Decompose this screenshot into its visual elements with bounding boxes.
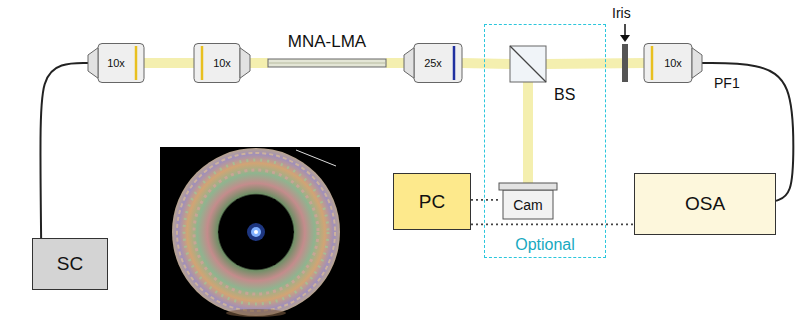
splitter-diagonal — [510, 46, 546, 82]
camera: Cam — [499, 183, 557, 219]
fiber-facet — [172, 148, 340, 316]
facet-cleave — [296, 150, 336, 166]
lens-body — [194, 44, 240, 83]
lens-body — [644, 44, 692, 83]
node-label: 10x — [107, 57, 125, 70]
magnification-stripe — [453, 46, 456, 80]
lens-nose — [404, 48, 414, 78]
optional-region: Optional BS Cam — [484, 24, 606, 258]
fiber-core — [269, 63, 385, 64]
objective-lens: 10x — [644, 43, 702, 83]
objective-lens: 10x — [88, 43, 144, 83]
node-label: 25x — [424, 57, 442, 70]
magnification-stripe — [135, 46, 138, 80]
node-label: BS — [554, 86, 575, 104]
data-link — [471, 223, 634, 225]
core-hexagon — [218, 199, 294, 265]
objective-lens: 25x — [404, 43, 462, 83]
part-label: Iris — [612, 5, 631, 21]
node-label: OSA — [685, 193, 725, 215]
part-label-holder: Iris — [612, 4, 631, 22]
facet-reflection — [226, 309, 286, 317]
beam-splitter-outline — [510, 46, 546, 82]
photo-ground — [160, 147, 360, 320]
instrument-box: OSA — [634, 173, 776, 235]
node-label: 10x — [213, 57, 231, 70]
light-beam — [386, 58, 404, 68]
fiber-name: PF1 — [714, 75, 740, 91]
edge-label-holder: PF1 — [714, 74, 740, 92]
fiber-segment-outline — [268, 59, 386, 67]
node-label: 10x — [664, 57, 682, 70]
fiber-body — [268, 59, 386, 67]
lens-body — [414, 44, 462, 83]
core-mode — [251, 227, 261, 237]
light-beam — [144, 58, 194, 68]
lens-body — [98, 44, 144, 83]
node-label: PC — [419, 191, 445, 213]
objective-lens: 10x — [194, 43, 250, 83]
iris-pointer — [624, 24, 626, 36]
camera-body — [503, 190, 553, 219]
magnification-stripe — [651, 46, 654, 80]
light-beam — [546, 63, 644, 64]
facet-speckle — [184, 160, 328, 304]
facet-cleave-edge — [296, 150, 336, 166]
iris-pointer-head — [620, 35, 630, 42]
camera-sensor-plate — [499, 183, 557, 190]
data-link — [471, 199, 499, 201]
magnification-stripe — [201, 46, 204, 80]
core-centre — [254, 230, 258, 234]
light-beam — [523, 82, 533, 183]
core-glow — [247, 223, 265, 241]
cube-body — [510, 46, 546, 82]
light-beam — [250, 58, 268, 68]
light-beam — [462, 63, 510, 64]
beam-splitter: BS — [510, 46, 546, 82]
facet-speckle — [177, 153, 335, 311]
lens-nose — [240, 48, 250, 78]
node-label: Optional — [515, 236, 575, 254]
lens-nose — [692, 48, 702, 78]
iris-aperture — [622, 44, 628, 82]
node-label: MNA-LMA — [288, 32, 366, 52]
fiber-cable — [40, 63, 88, 238]
instrument-box: PC — [393, 173, 471, 230]
node-label: Cam — [513, 197, 543, 213]
lens-nose — [88, 48, 98, 78]
facet-speckle — [194, 170, 318, 294]
fiber-segment: MNA-LMA — [268, 59, 386, 67]
instrument-box: SC — [32, 238, 108, 290]
node-label: SC — [57, 253, 83, 275]
